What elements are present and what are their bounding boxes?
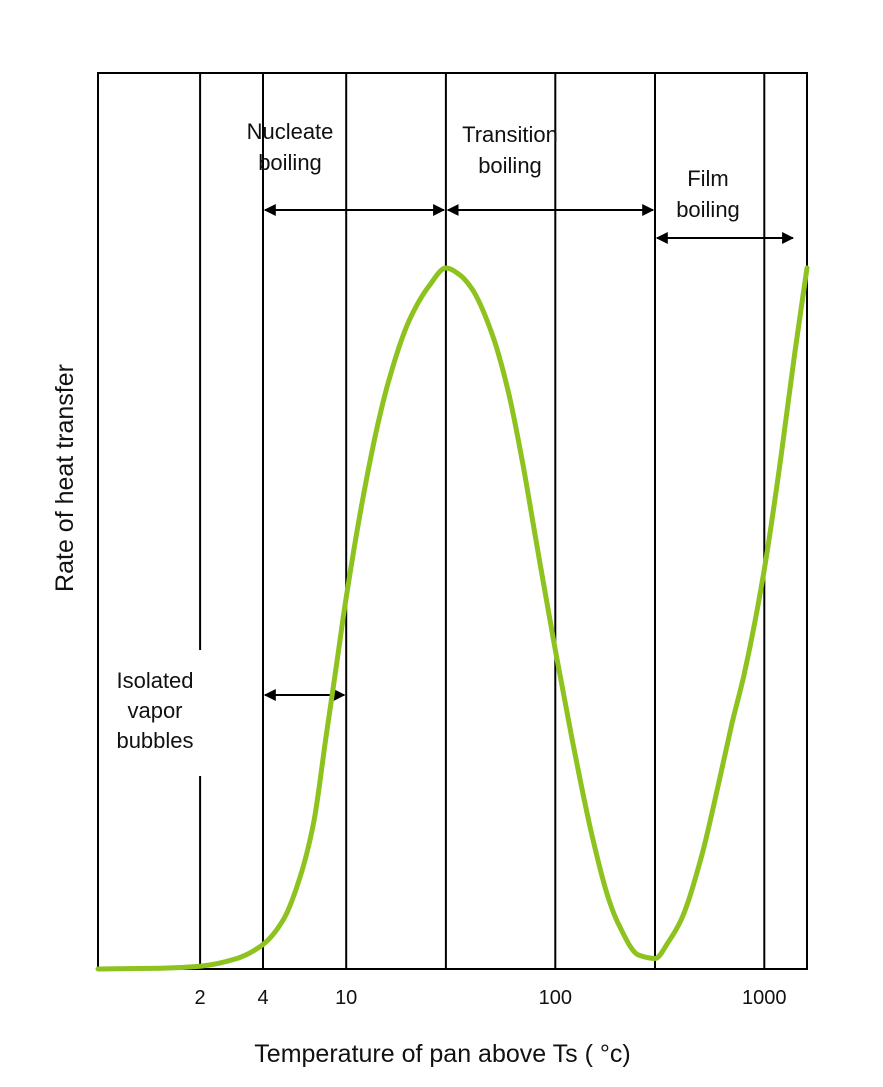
x-axis-label: Temperature of pan above Ts ( °c) xyxy=(254,1040,630,1068)
x-tick-label: 1000 xyxy=(742,987,787,1009)
x-tick-label: 2 xyxy=(195,987,206,1009)
plot-frame xyxy=(97,72,808,970)
y-axis-label: Rate of heat transfer xyxy=(51,364,79,592)
x-tick-label: 100 xyxy=(539,987,572,1009)
data-series xyxy=(95,265,810,972)
x-tick-label: 4 xyxy=(257,987,268,1009)
x-tick-label: 10 xyxy=(335,987,357,1009)
x-axis-ticks: 2 4 10 100 1000 xyxy=(195,987,787,1009)
gridlines xyxy=(199,73,766,969)
series-line xyxy=(95,265,810,972)
